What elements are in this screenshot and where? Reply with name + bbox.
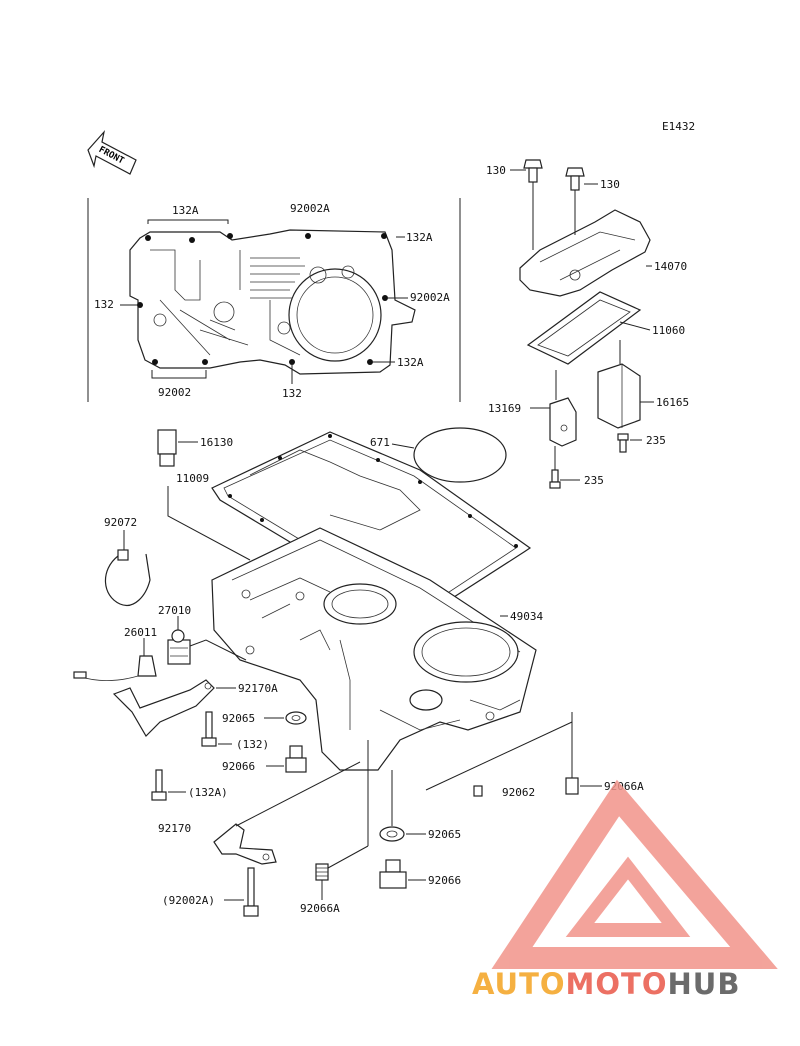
label-235-a: 235	[646, 434, 666, 447]
washer-92065-b	[379, 826, 405, 842]
label-92002A-paren: (92002A)	[162, 894, 215, 907]
label-92072: 92072	[104, 516, 137, 529]
label-132-bottom: 132	[282, 387, 302, 400]
label-16130: 16130	[200, 436, 233, 449]
bracket-92170	[213, 823, 277, 865]
label-92002A-top: 92002A	[290, 202, 330, 215]
label-92170A: 92170A	[238, 682, 278, 695]
label-132A-right: 132A	[406, 231, 433, 244]
screw-235-b	[549, 469, 561, 489]
inset-leaders	[120, 219, 408, 384]
label-13169: 13169	[488, 402, 521, 415]
front-arrow-icon: FRONT	[87, 129, 137, 175]
label-132A-paren: (132A)	[188, 786, 228, 799]
diagram-code: E1432	[662, 120, 695, 133]
screw-235-a	[617, 433, 629, 453]
bracket-13169	[549, 397, 577, 447]
sensor-26011	[73, 655, 157, 681]
crankcase-bottom-view	[129, 229, 416, 375]
watermark-hub: HUB	[668, 967, 741, 1001]
drain-plug-92066-a	[285, 745, 307, 773]
label-14070: 14070	[654, 260, 687, 273]
switch-27010	[167, 629, 191, 665]
breather-gasket	[526, 291, 642, 365]
plug-92066A-right	[565, 777, 579, 795]
label-92170: 92170	[158, 822, 191, 835]
label-132-left: 132	[94, 298, 114, 311]
watermark-auto: AUTO	[472, 967, 566, 1001]
inset-frame	[87, 198, 461, 402]
label-671: 671	[370, 436, 390, 449]
washer-92065-a	[285, 711, 307, 725]
label-92065-b: 92065	[428, 828, 461, 841]
bolt-92002A	[243, 867, 259, 917]
watermark-logo	[491, 779, 778, 969]
plug-16130	[157, 429, 177, 467]
label-16165: 16165	[656, 396, 689, 409]
label-132-paren: (132)	[236, 738, 269, 751]
watermark-moto: MOTO	[566, 967, 668, 1001]
bolt-130-right	[565, 167, 585, 191]
bolt-132A	[151, 769, 167, 801]
oil-pan	[211, 527, 537, 771]
label-92066-b: 92066	[428, 874, 461, 887]
label-49034: 49034	[510, 610, 543, 623]
label-235-b: 235	[584, 474, 604, 487]
label-132A-top: 132A	[172, 204, 199, 217]
label-92002A-right: 92002A	[410, 291, 450, 304]
label-130-left: 130	[486, 164, 506, 177]
logo-triangle-icon	[491, 779, 778, 969]
label-11060: 11060	[652, 324, 685, 337]
drain-plug-92066-b	[379, 859, 407, 889]
label-132A-lower: 132A	[397, 356, 424, 369]
plug-92066A-bottom	[315, 863, 329, 881]
bolt-130-left	[523, 159, 543, 183]
breather-cover	[519, 209, 651, 297]
watermark-text: AUTOMOTOHUB	[472, 967, 740, 1001]
label-92062: 92062	[502, 786, 535, 799]
label-130-right: 130	[600, 178, 620, 191]
label-92066-a: 92066	[222, 760, 255, 773]
label-26011: 26011	[124, 626, 157, 639]
o-ring-671	[413, 427, 507, 483]
label-11009: 11009	[176, 472, 209, 485]
label-27010: 27010	[158, 604, 191, 617]
bolt-132	[201, 711, 217, 747]
pin-92062	[473, 785, 483, 797]
label-92002-bottom: 92002	[158, 386, 191, 399]
clamp-92072	[104, 549, 151, 606]
label-92065-a: 92065	[222, 712, 255, 725]
label-92066A-bottom: 92066A	[300, 902, 340, 915]
plate-16165	[597, 363, 641, 429]
bracket-92170A	[112, 679, 215, 737]
